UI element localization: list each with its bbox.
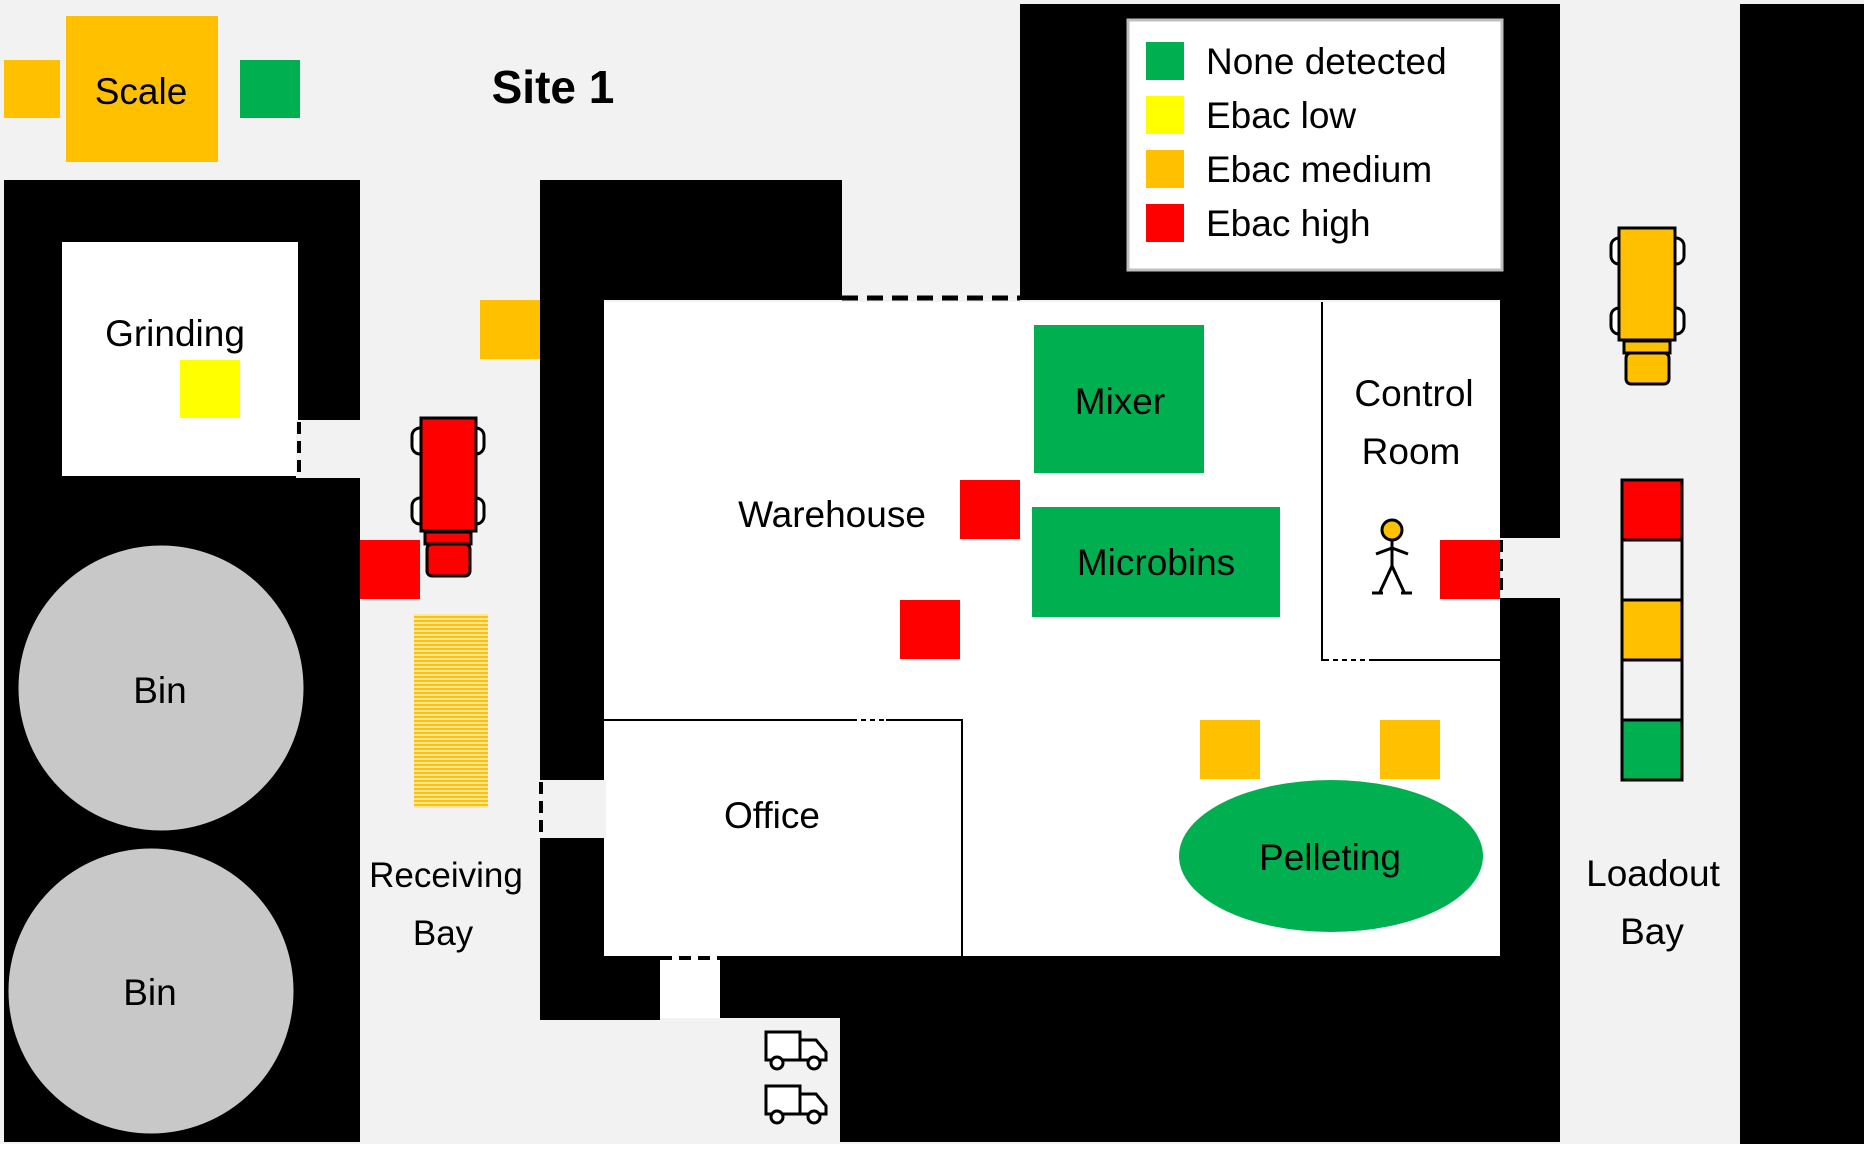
loadout-strip-cell bbox=[1620, 538, 1684, 602]
office-door-passage bbox=[540, 780, 606, 838]
receiving-grate bbox=[414, 614, 488, 808]
truck-receiving-icon bbox=[410, 416, 486, 578]
grinding-door-passage bbox=[296, 420, 362, 478]
office-wall bbox=[604, 719, 963, 956]
wall-bottom-right bbox=[840, 1018, 1560, 1142]
map-title: Site 1 bbox=[492, 61, 615, 113]
scale bbox=[66, 16, 218, 162]
bin-1 bbox=[15, 542, 307, 834]
label-loadout: Loadout bbox=[1586, 853, 1720, 894]
loadout-strip-cell bbox=[1620, 658, 1684, 722]
loadout-strip bbox=[1620, 478, 1684, 782]
sample-receiving-top bbox=[480, 300, 540, 359]
sample-receiving-truck bbox=[360, 540, 420, 599]
label-scale: Scale bbox=[95, 71, 188, 112]
sample-grinding bbox=[180, 360, 240, 418]
interior-walls bbox=[604, 302, 1500, 956]
sample-warehouse-1 bbox=[960, 480, 1020, 539]
truck-lane bbox=[660, 1018, 840, 1144]
legend-box bbox=[1126, 18, 1504, 272]
legend-swatch-medium bbox=[1146, 150, 1184, 188]
microbins bbox=[1032, 507, 1280, 617]
control-room-wall bbox=[1321, 302, 1500, 661]
label-bin-2: Bin bbox=[123, 972, 176, 1013]
label-control: Control bbox=[1354, 373, 1473, 414]
wall-top-warehouse bbox=[540, 180, 842, 300]
legend-label-low: Ebac low bbox=[1206, 95, 1356, 136]
label-pelleting: Pelleting bbox=[1259, 837, 1401, 878]
wall-warehouse-left bbox=[540, 300, 604, 1020]
loadout-strip-cell bbox=[1620, 478, 1684, 542]
office-gap bbox=[852, 716, 886, 724]
legend-label-medium: Ebac medium bbox=[1206, 149, 1432, 190]
bottom-door-passage bbox=[660, 955, 720, 1021]
legend-label-none: None detected bbox=[1206, 41, 1447, 82]
loadout-door-passage bbox=[1500, 538, 1562, 598]
sample-scale-left bbox=[4, 60, 60, 118]
sample-warehouse-2 bbox=[900, 600, 960, 659]
delivery-truck-icon-2 bbox=[764, 1084, 828, 1125]
pelleting bbox=[1179, 780, 1483, 932]
label-warehouse: Warehouse bbox=[738, 494, 926, 535]
wall-far-right bbox=[1740, 4, 1864, 1144]
sample-control-room bbox=[1440, 540, 1500, 599]
label-receiving-bay: Bay bbox=[413, 914, 474, 953]
truck-loadout-icon bbox=[1609, 226, 1686, 386]
legend-swatch-high bbox=[1146, 204, 1184, 242]
grinding-room bbox=[62, 242, 298, 476]
loadout-strip-cell bbox=[1620, 598, 1684, 662]
label-bin-1: Bin bbox=[133, 670, 186, 711]
sample-pelleting-left bbox=[1200, 720, 1260, 779]
loadout-strip-cell bbox=[1620, 718, 1684, 782]
legend: None detected Ebac low Ebac medium Ebac … bbox=[1126, 18, 1504, 272]
legend-swatch-none bbox=[1146, 42, 1184, 80]
sample-scale-right bbox=[240, 60, 300, 118]
legend-swatch-low bbox=[1146, 96, 1184, 134]
bin-2 bbox=[5, 845, 297, 1137]
label-mixer: Mixer bbox=[1075, 381, 1165, 422]
mixer bbox=[1034, 325, 1204, 473]
label-microbins: Microbins bbox=[1077, 542, 1235, 583]
legend-label-high: Ebac high bbox=[1206, 203, 1371, 244]
label-office: Office bbox=[724, 795, 820, 836]
label-receiving: Receiving bbox=[369, 856, 523, 895]
label-grinding: Grinding bbox=[105, 313, 245, 354]
sample-pelleting-right bbox=[1380, 720, 1440, 779]
delivery-truck-icon-1 bbox=[764, 1030, 828, 1071]
label-loadout-bay: Bay bbox=[1620, 911, 1684, 952]
person-icon bbox=[1372, 518, 1412, 595]
label-control-room: Room bbox=[1362, 431, 1461, 472]
